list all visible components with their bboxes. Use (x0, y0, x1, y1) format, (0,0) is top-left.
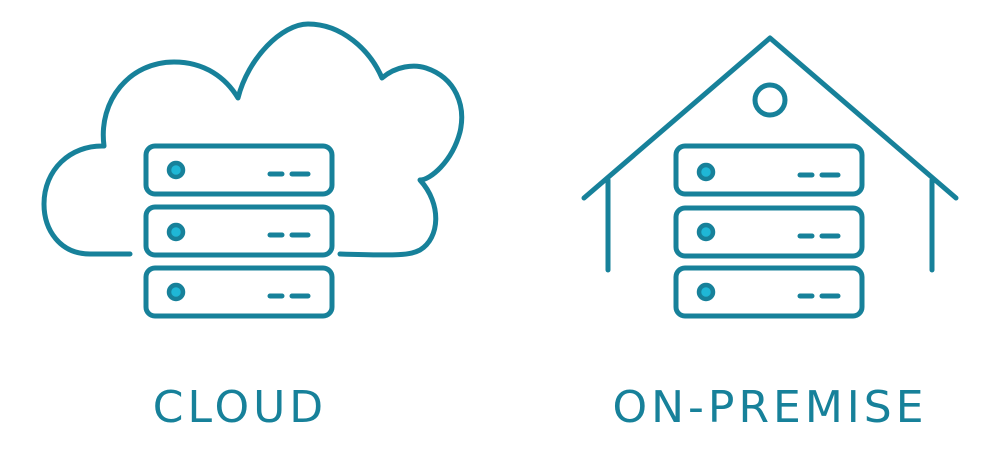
cloud-server-rack-icon (143, 143, 335, 319)
cloud-label: CLOUD (152, 382, 328, 433)
server-unit (673, 205, 865, 259)
house-icon (581, 35, 959, 273)
server-unit (673, 265, 865, 319)
server-unit (673, 143, 865, 197)
server-unit (143, 204, 335, 258)
on-premise-label: ON-PREMISE (612, 382, 928, 433)
server-unit (143, 143, 335, 197)
attic-window-icon (752, 82, 788, 118)
server-unit (143, 265, 335, 319)
onprem-server-rack-icon (673, 143, 865, 319)
cloud-icon (41, 21, 465, 258)
